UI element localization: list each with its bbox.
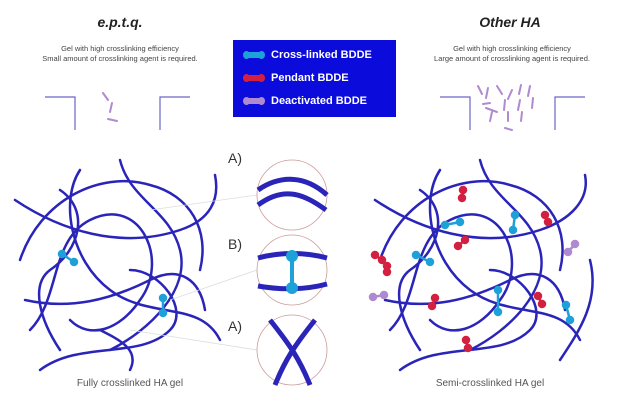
right-line-2: Large amount of crosslinking agent is re… (434, 54, 590, 63)
left-beaker (45, 96, 190, 130)
legend-label: Cross-linked BDDE (271, 49, 372, 61)
left-caption: Fully crosslinked HA gel (76, 378, 184, 389)
crosslinked-bdde-icon (243, 51, 265, 59)
legend-label: Deactivated BDDE (271, 95, 367, 107)
right-beaker (440, 96, 585, 130)
right-network (373, 158, 594, 372)
legend: Cross-linked BDDE Pendant BDDE Deactivat… (233, 40, 396, 117)
pendant-bdde-icon (243, 74, 265, 82)
right-caption: Semi-crosslinked HA gel (435, 378, 545, 389)
left-line-2: Small amount of crosslinking agent is re… (42, 54, 198, 63)
left-description: Gel with high crosslinking efficiency Sm… (0, 44, 240, 64)
left-line-1: Gel with high crosslinking efficiency (61, 44, 179, 53)
zoom-label-a-bottom: A) (228, 318, 242, 334)
left-network (13, 158, 222, 372)
deactivated-bdde-right (477, 84, 534, 131)
zoom-circle-a-top (256, 159, 329, 231)
zoom-circle-a-bottom (256, 314, 328, 386)
zoom-label-b: B) (228, 236, 242, 252)
right-description: Gel with high crosslinking efficiency La… (392, 44, 619, 64)
right-line-1: Gel with high crosslinking efficiency (453, 44, 571, 53)
zoom-label-a-top: A) (228, 150, 242, 166)
zoom-guide-lines (129, 194, 258, 351)
deactivated-bdde-left (102, 92, 118, 122)
deactivated-bdde-icon (243, 97, 265, 105)
right-crosslinks (411, 210, 575, 325)
right-title: Other HA (479, 14, 541, 30)
legend-item-deactivated: Deactivated BDDE (243, 95, 367, 107)
legend-item-crosslinked: Cross-linked BDDE (243, 49, 372, 61)
zoom-circle-b (256, 234, 328, 306)
legend-item-pendant: Pendant BDDE (243, 72, 349, 84)
left-crosslinks (57, 249, 168, 318)
right-deactivated (368, 239, 580, 302)
left-title: e.p.t.q. (97, 14, 143, 30)
right-pendants (370, 185, 553, 353)
legend-label: Pendant BDDE (271, 72, 349, 84)
